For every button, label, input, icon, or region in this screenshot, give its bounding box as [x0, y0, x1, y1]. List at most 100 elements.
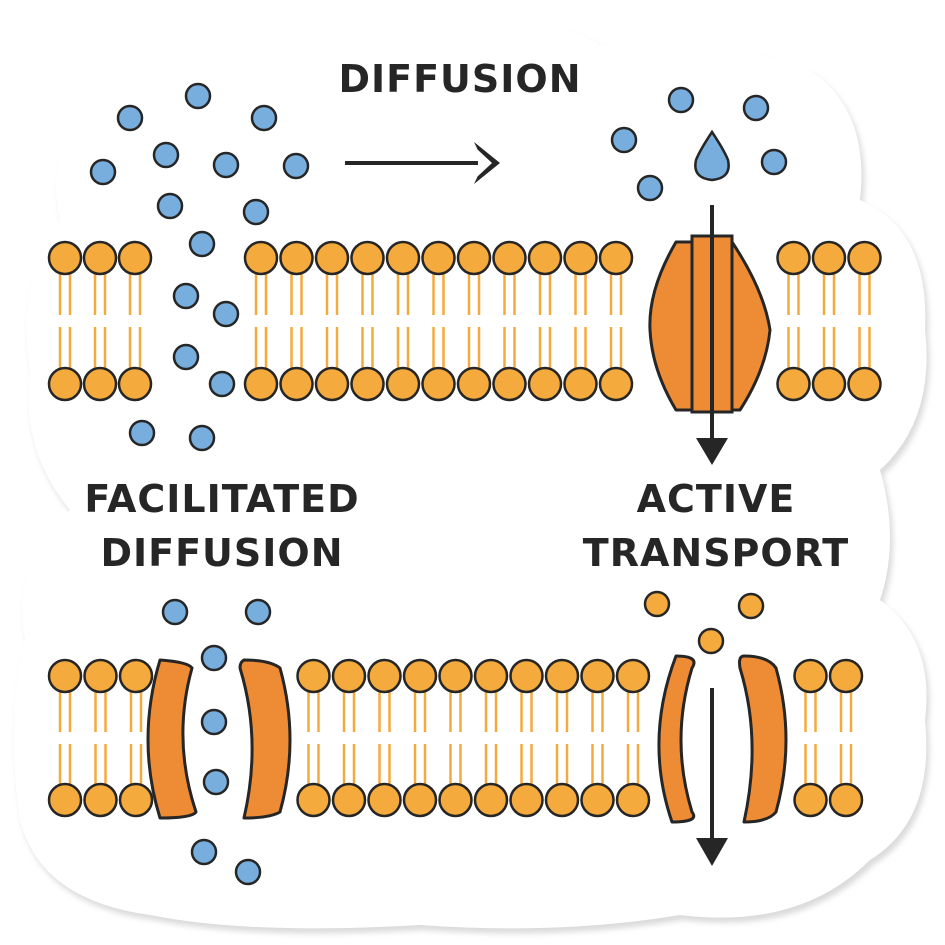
- lipid-head: [367, 782, 402, 818]
- lipid-head: [776, 240, 811, 276]
- facilitated-channel-protein: [146, 658, 292, 820]
- arrow-right-icon: [345, 142, 500, 184]
- lipid-head: [47, 658, 83, 694]
- facilitated-diffusion-label-line1: FACILITATED: [84, 477, 359, 521]
- blue-molecule: [190, 838, 218, 866]
- lipid-head: [314, 366, 350, 402]
- lipid-head: [296, 658, 331, 694]
- arrow-down-icon: [696, 688, 728, 866]
- lower-lipid-bilayer: [47, 658, 864, 818]
- lipid-head: [473, 782, 509, 818]
- lipid-head: [580, 658, 615, 694]
- blue-molecule: [282, 152, 310, 180]
- lipid-head: [598, 366, 634, 402]
- lipid-head: [509, 782, 544, 818]
- lipid-head: [83, 658, 118, 694]
- lipid-head: [47, 240, 83, 276]
- orange-molecule: [737, 592, 765, 620]
- lipid-head: [243, 240, 279, 276]
- lipid-head: [402, 658, 438, 694]
- lipid-head: [527, 366, 563, 402]
- lipid-head: [243, 366, 279, 402]
- blue-molecule: [161, 598, 189, 626]
- arrow-down-icon: [696, 205, 728, 465]
- active-channel-protein: [657, 654, 788, 824]
- lipid-head: [82, 366, 118, 402]
- blue-molecule: [128, 419, 156, 447]
- blue-molecule: [667, 86, 695, 114]
- blue-molecule: [89, 158, 117, 186]
- upper-lipid-bilayer: [47, 240, 882, 402]
- lipid-head: [279, 366, 314, 402]
- lipid-head: [492, 240, 527, 276]
- lipid-head: [279, 240, 314, 276]
- lipid-head: [82, 240, 118, 276]
- blue-molecule: [200, 644, 228, 672]
- lipid-head: [847, 240, 882, 276]
- lipid-head: [421, 366, 456, 402]
- lipid-head: [117, 366, 153, 402]
- blue-molecule: [188, 424, 216, 452]
- blue-molecule: [760, 148, 788, 176]
- lipid-head: [118, 782, 154, 818]
- lipid-head: [828, 782, 864, 818]
- lipid-head: [563, 366, 598, 402]
- blue-molecule: [188, 230, 216, 258]
- lipid-head: [828, 658, 864, 694]
- lipid-head: [811, 240, 847, 276]
- lipid-head: [83, 782, 118, 818]
- orange-molecule: [697, 627, 725, 655]
- blue-molecule: [184, 82, 212, 110]
- lipid-head: [456, 366, 492, 402]
- blue-molecule: [244, 598, 272, 626]
- blue-molecule: [212, 151, 240, 179]
- blue-molecule: [172, 282, 200, 310]
- lipid-head: [811, 366, 847, 402]
- lipid-head: [793, 782, 828, 818]
- water-drop-icon: [694, 129, 730, 182]
- lipid-head: [527, 240, 563, 276]
- lipid-head: [296, 782, 331, 818]
- lipid-head: [47, 366, 83, 402]
- blue-molecule: [610, 126, 638, 154]
- blue-molecule: [156, 192, 184, 220]
- lipid-head: [438, 782, 473, 818]
- lipid-head: [47, 782, 83, 818]
- lipid-head: [385, 366, 421, 402]
- lipid-head: [793, 658, 828, 694]
- lipid-head: [402, 782, 438, 818]
- lipid-head: [367, 658, 402, 694]
- blue-molecule: [636, 174, 664, 202]
- lipid-head: [615, 782, 651, 818]
- lipid-head: [509, 658, 544, 694]
- pump-protein: [648, 234, 772, 414]
- lipid-head: [563, 240, 598, 276]
- lipid-head: [314, 240, 350, 276]
- blue-molecule: [242, 198, 270, 226]
- lipid-head: [473, 658, 509, 694]
- active-transport-label-line1: ACTIVE: [637, 477, 796, 521]
- facilitated-diffusion-label-line2: DIFFUSION: [100, 531, 343, 575]
- blue-molecules: [89, 82, 788, 886]
- lipid-head: [847, 366, 882, 402]
- orange-molecules: [643, 590, 765, 655]
- blue-molecule: [202, 768, 230, 796]
- lipid-head: [598, 240, 634, 276]
- blue-molecule: [212, 300, 240, 328]
- lipid-head: [492, 366, 527, 402]
- lipid-head: [117, 240, 153, 276]
- lipid-head: [438, 658, 473, 694]
- blue-molecule: [172, 343, 200, 371]
- lipid-head: [118, 658, 154, 694]
- lipid-head: [350, 240, 385, 276]
- lipid-head: [544, 658, 580, 694]
- lipid-head: [456, 240, 492, 276]
- lipid-head: [385, 240, 421, 276]
- lipid-head: [350, 366, 385, 402]
- lipid-head: [421, 240, 456, 276]
- diffusion-label: DIFFUSION: [338, 57, 581, 101]
- lipid-head: [544, 782, 580, 818]
- blue-molecule: [208, 370, 236, 398]
- lipid-head: [580, 782, 615, 818]
